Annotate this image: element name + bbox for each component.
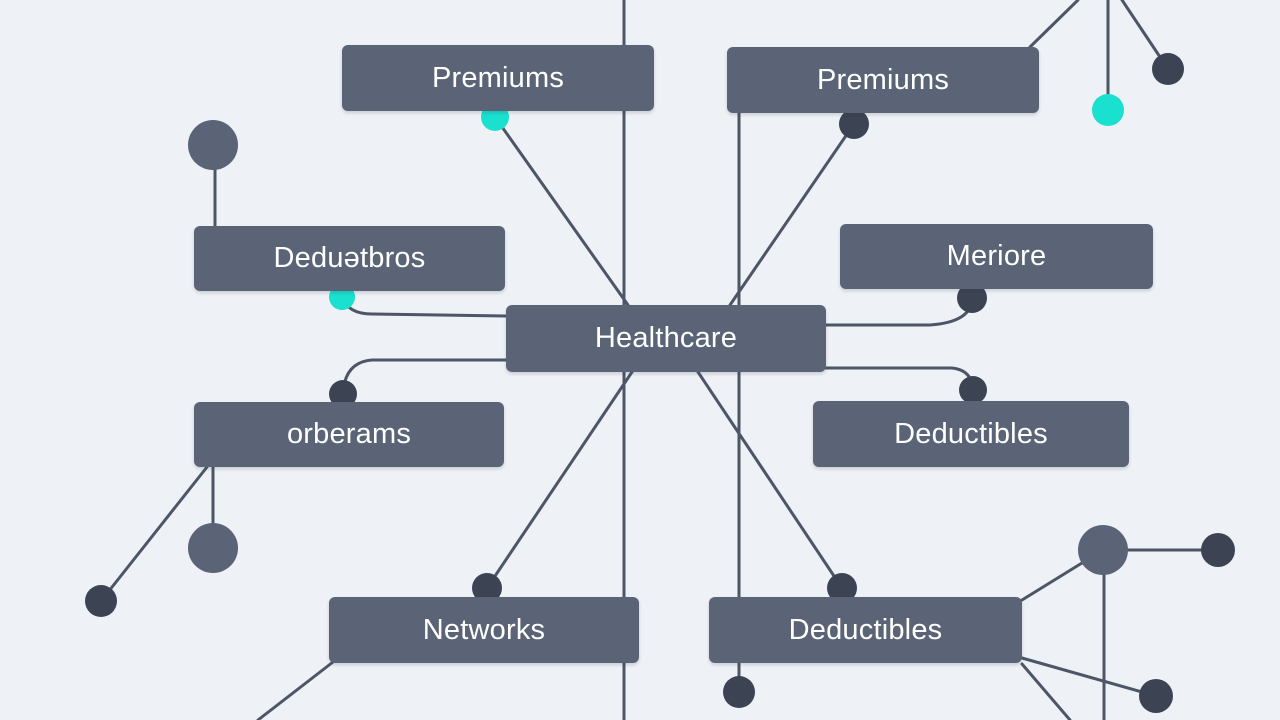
accent-dot [1092, 94, 1124, 126]
connector-dot [85, 585, 117, 617]
connector-line [99, 465, 209, 603]
large-dot [1078, 525, 1128, 575]
connector-dot [827, 573, 857, 603]
connector-dot [957, 283, 987, 313]
connector-line [1028, 0, 1080, 49]
connector-dot [1152, 53, 1184, 85]
connector-dot [1201, 533, 1235, 567]
connector-curve [341, 358, 508, 395]
connector-curve [824, 296, 974, 327]
connector-curve [824, 366, 975, 392]
node-networks[interactable]: Networks [329, 597, 639, 663]
node-deductibles-bottom[interactable]: Deductibles [709, 597, 1022, 663]
node-deductibles-top-left[interactable]: Deduətbros [194, 226, 505, 291]
node-orberams[interactable]: orberams [194, 402, 504, 467]
connector-dot [723, 676, 755, 708]
node-healthcare-center[interactable]: Healthcare [506, 305, 826, 372]
connector-line [485, 370, 634, 590]
connector-line [1020, 662, 1072, 720]
node-label: Healthcare [594, 322, 738, 354]
node-label: Deductibles [894, 417, 1048, 450]
connector-dot [1139, 679, 1173, 713]
node-label: Premiums [431, 61, 565, 94]
connector-line [728, 122, 856, 307]
connector-dot [839, 109, 869, 139]
node-deductibles-mid-right[interactable]: Deductibles [813, 401, 1129, 467]
connector-dot [329, 380, 357, 408]
node-premiums-left[interactable]: Premiums [342, 45, 654, 111]
node-label: Meriore [946, 240, 1047, 272]
node-label: Deduətbros [273, 242, 426, 274]
large-dot [188, 120, 238, 170]
connector-curve [340, 295, 508, 318]
node-label: orberams [286, 418, 412, 450]
node-meriore[interactable]: Meriore [840, 224, 1153, 289]
connector-line [1020, 656, 1158, 698]
connector-line [493, 115, 630, 307]
connector-line [696, 370, 844, 590]
connector-line [256, 660, 335, 720]
node-label: Premiums [816, 63, 950, 96]
node-premiums-right[interactable]: Premiums [727, 47, 1039, 113]
connector-dot [959, 376, 987, 404]
node-label: Networks [422, 613, 546, 646]
node-label: Deductibles [788, 613, 943, 646]
connector-dot [472, 573, 502, 603]
large-dot [188, 523, 238, 573]
